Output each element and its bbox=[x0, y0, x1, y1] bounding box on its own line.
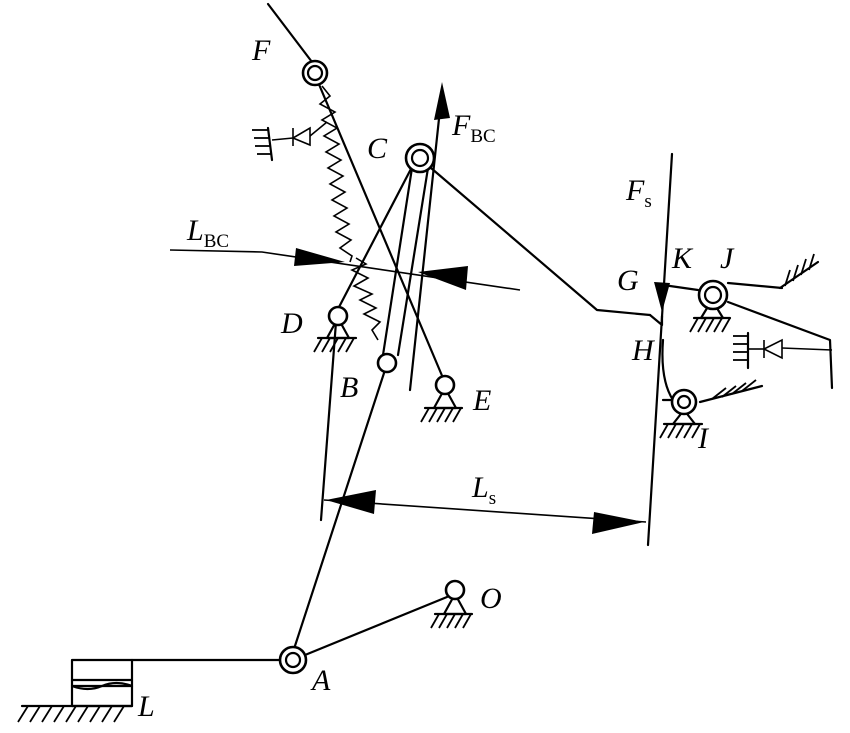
hook-g bbox=[648, 313, 664, 327]
dimension-lbc bbox=[169, 248, 521, 291]
link-a-o bbox=[303, 595, 449, 657]
label-a: A bbox=[310, 664, 331, 697]
label-i: I bbox=[697, 422, 710, 455]
joint-b bbox=[376, 352, 398, 374]
joint-i bbox=[670, 388, 698, 416]
block-l bbox=[17, 658, 134, 723]
label-l: L bbox=[137, 690, 155, 723]
label-o: O bbox=[480, 582, 502, 615]
link-f-e bbox=[316, 80, 445, 380]
joint-j bbox=[697, 279, 729, 311]
label-force-fs: Fs bbox=[625, 174, 652, 212]
label-j: J bbox=[720, 242, 735, 275]
ground-wall-j bbox=[778, 253, 820, 290]
link-c-b-right bbox=[396, 166, 430, 357]
link-c-d bbox=[336, 163, 415, 311]
ground-support-o bbox=[430, 592, 474, 629]
ls-left-extension bbox=[319, 320, 338, 522]
fs-line bbox=[646, 152, 674, 547]
link-j-ground bbox=[726, 281, 784, 290]
link-j-right bbox=[726, 300, 834, 390]
label-k: K bbox=[671, 242, 694, 275]
ground-support-d bbox=[313, 316, 358, 353]
label-length-lbc: LBC bbox=[186, 214, 229, 252]
link-top-to-f bbox=[266, 2, 314, 64]
joint-c bbox=[404, 142, 436, 174]
link-h-i bbox=[661, 338, 675, 402]
joint-d bbox=[327, 305, 349, 327]
damper-j bbox=[733, 331, 833, 370]
label-length-ls: Ls bbox=[471, 471, 496, 509]
ground-wall-i bbox=[698, 379, 764, 404]
link-c-g bbox=[429, 166, 652, 317]
spring-b bbox=[350, 257, 382, 341]
link-b-a bbox=[291, 368, 387, 654]
force-arrow-fs bbox=[654, 282, 670, 312]
joint-f bbox=[301, 59, 329, 87]
ground-support-i bbox=[659, 408, 704, 439]
label-c: C bbox=[367, 132, 388, 165]
label-d: D bbox=[280, 307, 303, 340]
label-h: H bbox=[631, 334, 656, 367]
spring-f-d bbox=[318, 85, 353, 263]
label-e: E bbox=[472, 384, 491, 417]
label-force-fbc: FBC bbox=[451, 109, 496, 147]
ground-support-e bbox=[420, 386, 464, 423]
label-g: G bbox=[617, 264, 639, 297]
links bbox=[130, 2, 834, 662]
label-f: F bbox=[251, 34, 271, 67]
force-arrow-fbc bbox=[408, 82, 450, 392]
dimension-ls bbox=[323, 490, 647, 534]
joint-e bbox=[434, 374, 456, 396]
joint-o bbox=[444, 579, 466, 601]
damper-f bbox=[252, 121, 328, 162]
label-b: B bbox=[340, 371, 358, 404]
link-c-b-left bbox=[381, 166, 414, 357]
joint-a bbox=[278, 645, 308, 675]
